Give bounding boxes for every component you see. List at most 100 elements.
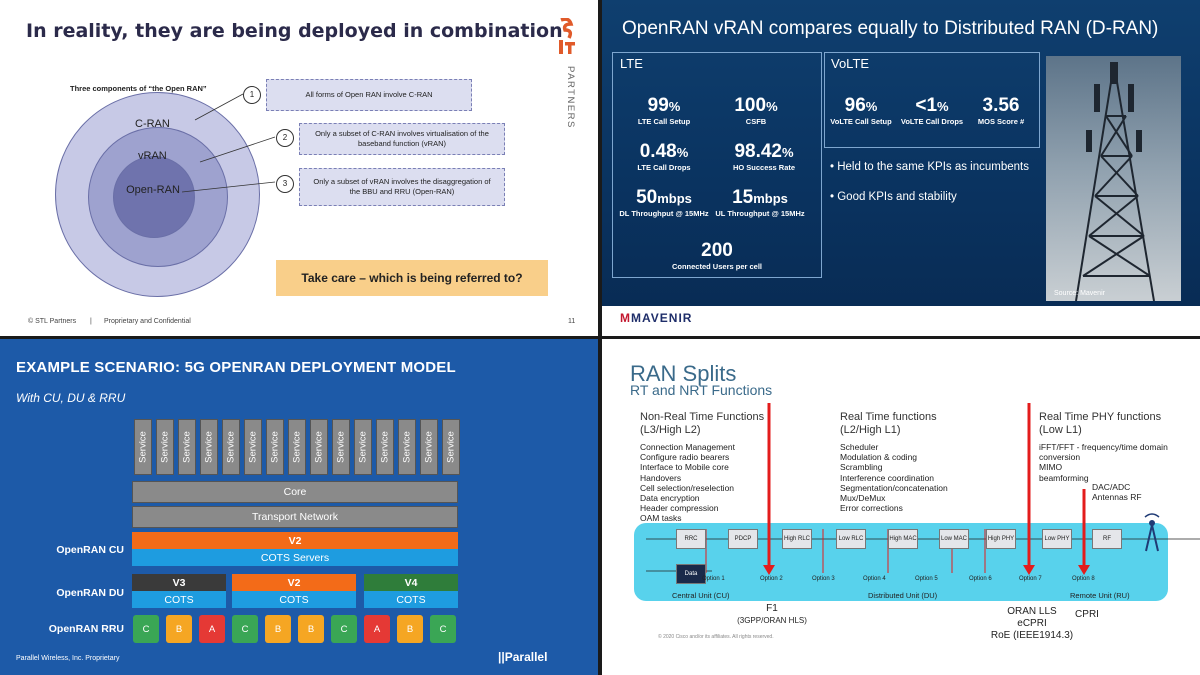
function-block: Low RLC	[836, 529, 866, 549]
service-block: Service	[376, 419, 394, 475]
service-label: Service	[379, 431, 391, 463]
service-label: Service	[159, 431, 171, 463]
function-item: Mux/DeMux	[840, 493, 886, 504]
footer-band	[602, 306, 1200, 336]
kpi-connected-users: 200 Connected Users per cell	[671, 240, 763, 271]
function-block: Low MAC	[939, 529, 969, 549]
source-label: Source: Mavenir	[1054, 290, 1105, 297]
split-option-label: Option 2	[760, 576, 783, 582]
brand-word: PARTNERS	[565, 66, 576, 129]
split-option-label: Option 7	[1019, 576, 1042, 582]
function-item: Data encryption	[640, 493, 700, 504]
service-block: Service	[244, 419, 262, 475]
du-cots-1: COTS	[132, 591, 226, 608]
cu-label: Central Unit (CU)	[672, 591, 730, 600]
split-option-label: Option 5	[915, 576, 938, 582]
cots-servers-bar: COTS Servers	[132, 549, 458, 566]
function-item: iFFT/FFT - frequency/time domain	[1039, 442, 1168, 452]
du-cots-2: COTS	[232, 591, 356, 608]
vran-label: vRAN	[138, 150, 167, 162]
function-item: Interference coordination	[840, 472, 935, 483]
function-item: Handovers	[640, 472, 682, 483]
function-block: RRC	[676, 529, 706, 549]
rru-unit: B	[265, 615, 291, 643]
lte-section	[612, 52, 822, 278]
item-number-1: 1	[243, 86, 261, 104]
service-block: Service	[332, 419, 350, 475]
service-label: Service	[313, 431, 325, 463]
data-block: Data	[676, 564, 706, 584]
kpi-lte-call-setup: 99% LTE Call Setup	[637, 95, 691, 126]
kpi-mos-score: 3.56 MOS Score #	[977, 95, 1025, 126]
slide-title: OpenRAN vRAN compares equally to Distrib…	[622, 18, 1159, 39]
service-label: Service	[247, 431, 259, 463]
kpi-ul-throughput: 15mbps UL Throughput @ 15MHz	[715, 187, 805, 218]
function-item: Interface to Mobile core	[640, 462, 729, 473]
openran-label: Open-RAN	[126, 184, 180, 196]
slide-title: RAN Splits	[630, 361, 737, 386]
service-block: Service	[288, 419, 306, 475]
footer-copyright: © STL Partners	[28, 318, 77, 325]
lte-label: LTE	[620, 56, 643, 71]
rru-unit: B	[166, 615, 192, 643]
function-item: Scheduler	[840, 442, 879, 452]
bullet-2: • Good KPIs and stability	[830, 191, 957, 203]
service-block: Service	[200, 419, 218, 475]
callout-box: Take care – which is being referred to?	[276, 260, 548, 296]
copyright: © 2020 Cisco and/or its affiliates. All …	[658, 634, 774, 640]
item-box-1: All forms of Open RAN involve C-RAN	[266, 79, 472, 111]
rru-unit: C	[430, 615, 456, 643]
cu-row-label: OpenRAN CU	[56, 544, 124, 556]
rru-unit: C	[232, 615, 258, 643]
service-block: Service	[266, 419, 284, 475]
cell-tower-icon	[1075, 62, 1155, 301]
service-block: Service	[178, 419, 196, 475]
slide-title: In reality, they are being deployed in c…	[26, 20, 563, 42]
function-block: High RLC	[782, 529, 812, 549]
rru-unit: A	[364, 615, 390, 643]
service-block: Service	[420, 419, 438, 475]
du-version-2: V2	[232, 574, 356, 591]
cpri-interface: CPRI	[1075, 609, 1099, 620]
service-block: Service	[134, 419, 152, 475]
du-cots-3: COTS	[364, 591, 458, 608]
service-label: Service	[137, 431, 149, 463]
volte-label: VoLTE	[831, 56, 870, 71]
page-number: 11	[568, 318, 576, 325]
service-label: Service	[445, 431, 457, 463]
antennas-label: Antennas RF	[1092, 492, 1142, 502]
function-block: PDCP	[728, 529, 758, 549]
f1-interface: F1(3GPP/ORAN HLS)	[737, 603, 807, 625]
function-item: conversion	[1039, 452, 1081, 463]
item-box-3: Only a subset of vRAN involves the disag…	[299, 168, 505, 206]
cu-version: V2	[132, 532, 458, 549]
service-label: Service	[423, 431, 435, 463]
kpi-csfb: 100% CSFB	[734, 95, 778, 126]
kpi-ho-success: 98.42% HO Success Rate	[732, 141, 796, 172]
service-label: Service	[181, 431, 193, 463]
kpi-volte-call-setup: 96% VoLTE Call Setup	[830, 95, 892, 126]
cran-label: C-RAN	[135, 118, 170, 130]
function-item: Modulation & coding	[840, 452, 918, 463]
kpi-lte-call-drops: 0.48% LTE Call Drops	[637, 141, 691, 172]
split-option-label: Option 3	[812, 576, 835, 582]
du-version-1: V3	[132, 574, 226, 591]
openran-circle	[113, 156, 195, 238]
function-item: MIMO	[1039, 462, 1063, 473]
cell-tower-photo	[1046, 56, 1181, 301]
service-label: Service	[291, 431, 303, 463]
item-number-3: 3	[276, 175, 294, 193]
components-label: Three components of “the Open RAN”	[70, 84, 207, 93]
service-label: Service	[401, 431, 413, 463]
antenna-icon	[1144, 513, 1160, 552]
rru-unit: A	[199, 615, 225, 643]
rru-unit: B	[397, 615, 423, 643]
phy-heading: Real Time PHY functions(Low L1)	[1039, 411, 1162, 436]
function-item: Segmentation/concatenation	[840, 482, 948, 493]
function-item: OAM tasks	[640, 513, 682, 524]
kpi-volte-call-drops: <1% VoLTE Call Drops	[900, 95, 964, 126]
service-block: Service	[442, 419, 460, 475]
footer-separator: |	[90, 318, 92, 325]
